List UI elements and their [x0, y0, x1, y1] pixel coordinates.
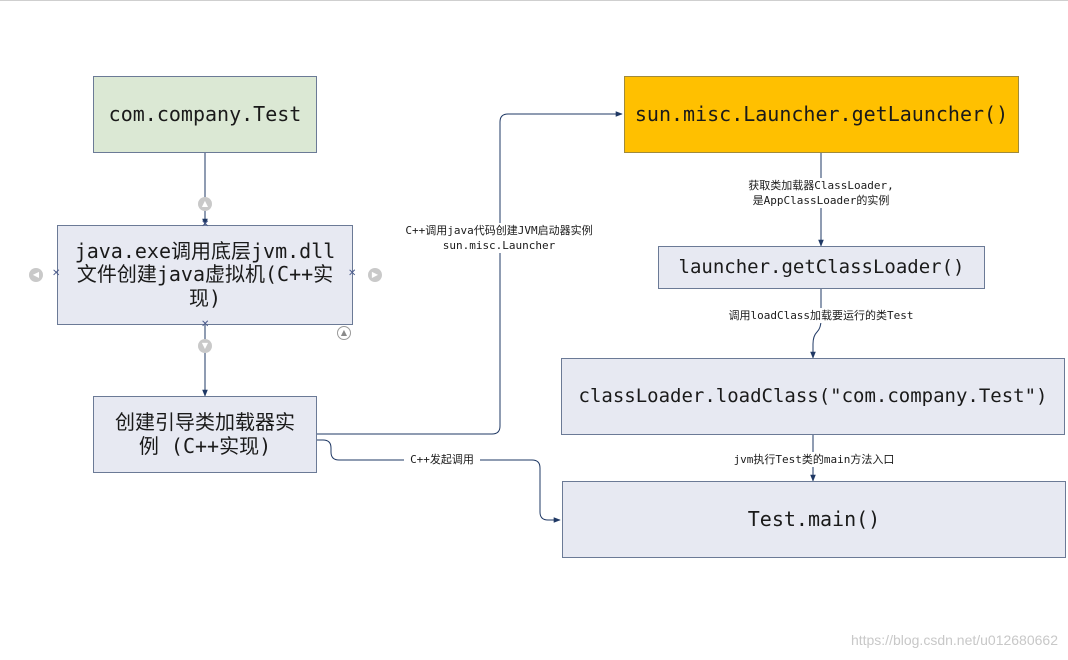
handle-up-icon[interactable]: ▲	[198, 197, 212, 211]
edge-label-jvm-main: jvm执行Test类的main方法入口	[723, 452, 905, 467]
node-bootstrap-label: 创建引导类加载器实例 (C++实现)	[115, 409, 295, 458]
anchor-right-x-icon[interactable]: ✕	[348, 268, 357, 279]
node-java-exe-label: java.exe调用底层jvm.dll文件创建java虚拟机(C++实现)	[74, 238, 336, 310]
edge-label-cpp-create-line2: sun.misc.Launcher	[442, 239, 556, 252]
handle-right-icon[interactable]: ▶	[368, 268, 382, 282]
node-bootstrap[interactable]: 创建引导类加载器实例 (C++实现)	[93, 396, 317, 473]
node-test-class-label: com.company.Test	[108, 101, 302, 126]
node-test-class[interactable]: com.company.Test	[93, 76, 317, 153]
node-get-classloader[interactable]: launcher.getClassLoader()	[658, 246, 985, 289]
edge-label-cpp-create-line1: C++调用java代码创建JVM启动器实例	[405, 224, 593, 237]
node-launcher[interactable]: sun.misc.Launcher.getLauncher()	[624, 76, 1019, 153]
node-main-label: Test.main()	[747, 506, 881, 531]
anchor-top-x-icon[interactable]: ✕	[201, 219, 210, 230]
node-main[interactable]: Test.main()	[562, 481, 1066, 558]
edge-label-get-loader-line1: 获取类加载器ClassLoader,	[748, 179, 894, 192]
top-border	[0, 0, 1068, 1]
edge-label-get-loader: 获取类加载器ClassLoader, 是AppClassLoader的实例	[735, 178, 907, 208]
node-load-class[interactable]: classLoader.loadClass("com.company.Test"…	[561, 358, 1065, 435]
anchor-left-x-icon[interactable]: ✕	[52, 268, 61, 279]
anchor-bottom-x-icon[interactable]: ✕	[201, 319, 210, 330]
edge-label-load-test: 调用loadClass加载要运行的类Test	[716, 308, 926, 323]
node-get-classloader-label: launcher.getClassLoader()	[678, 256, 965, 279]
edge-label-cpp-invoke: C++发起调用	[404, 452, 480, 467]
edge-bootstrap-to-launcher	[317, 111, 623, 435]
handle-left-icon[interactable]: ◀	[29, 268, 43, 282]
node-load-class-label: classLoader.loadClass("com.company.Test"…	[578, 385, 1048, 408]
handle-down-icon[interactable]: ▼	[198, 339, 212, 353]
edge-label-cpp-create: C++调用java代码创建JVM启动器实例 sun.misc.Launcher	[392, 223, 606, 253]
watermark-text: https://blog.csdn.net/u012680662	[850, 632, 1058, 648]
edge-label-get-loader-line2: 是AppClassLoader的实例	[752, 194, 890, 207]
edge-getloader-to-loadclass	[810, 289, 822, 359]
rotate-handle-icon[interactable]: ▲	[337, 326, 351, 340]
node-java-exe[interactable]: java.exe调用底层jvm.dll文件创建java虚拟机(C++实现)	[57, 225, 353, 325]
node-launcher-label: sun.misc.Launcher.getLauncher()	[634, 101, 1009, 126]
